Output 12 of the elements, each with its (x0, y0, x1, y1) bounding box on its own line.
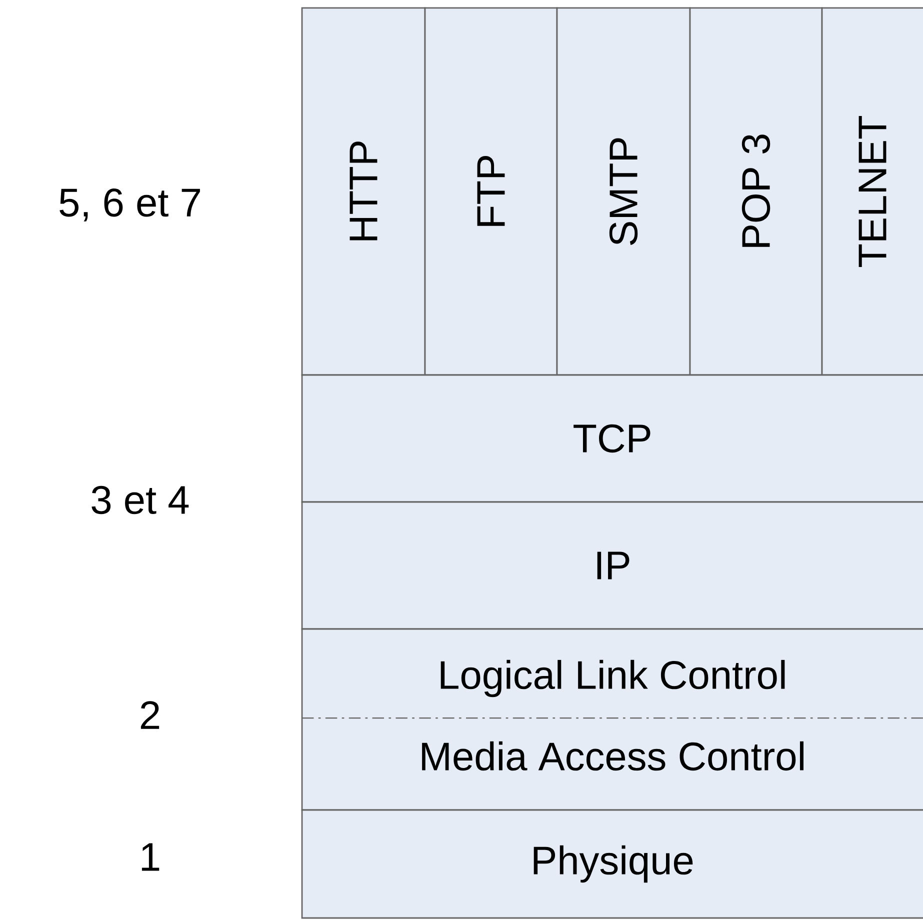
layer-number: 3 et 4 (92, 486, 189, 514)
layer-number: 2 (140, 701, 160, 729)
layer-box: SMTP (556, 7, 691, 376)
layer-box: Physique (301, 809, 923, 919)
layer-box: HTTP (301, 7, 426, 376)
layer-number: 1 (142, 843, 160, 871)
layer-box: TELNET (821, 7, 923, 376)
layer-box: FTP (424, 7, 558, 376)
layer-number: 5, 6 et 7 (60, 188, 200, 222)
layer-box: Logical Link Control Media Access Control (301, 628, 923, 811)
layer-box: POP 3 (689, 7, 823, 376)
layer-box: IP (301, 501, 923, 630)
